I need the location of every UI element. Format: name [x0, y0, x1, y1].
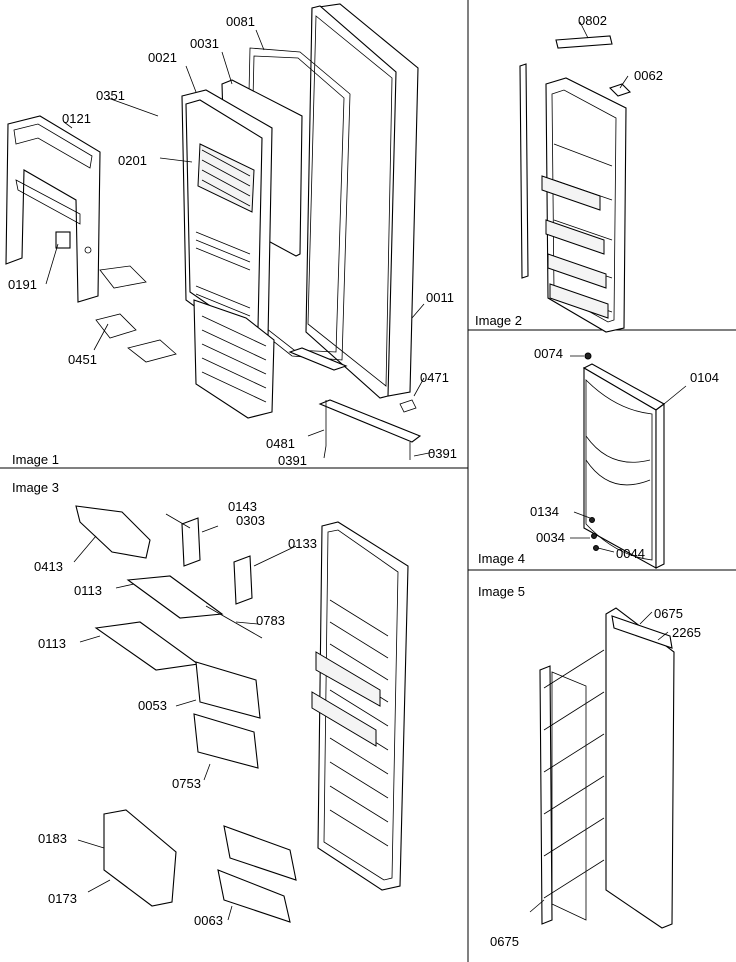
label-0044: 0044 [616, 546, 645, 561]
label-0063: 0063 [194, 913, 223, 928]
label-0134: 0134 [530, 504, 559, 519]
label-0783: 0783 [256, 613, 285, 628]
part-labels-image-3: 0143 0303 0413 0133 0113 0783 0113 0053 … [34, 499, 317, 928]
label-0391-a: 0391 [278, 453, 307, 468]
image-1-drawing [5, 3, 435, 460]
label-0471: 0471 [420, 370, 449, 385]
label-0481: 0481 [266, 436, 295, 451]
part-labels-image-4: 0074 0104 0134 0034 0044 [530, 346, 719, 561]
label-2265: 2265 [672, 625, 701, 640]
part-labels-image-5: 0675 2265 0675 [490, 606, 701, 949]
label-0675-top: 0675 [654, 606, 683, 621]
image-captions: Image 1 Image 2 Image 3 Image 4 Image 5 [12, 313, 525, 599]
label-0802: 0802 [578, 13, 607, 28]
label-0104: 0104 [690, 370, 719, 385]
label-0143: 0143 [228, 499, 257, 514]
caption-image-1: Image 1 [12, 452, 59, 467]
label-0053: 0053 [138, 698, 167, 713]
label-0121: 0121 [62, 111, 91, 126]
part-labels-image-1: 0121 0351 0021 0031 0081 0201 0191 0451 … [8, 14, 457, 468]
label-0201: 0201 [118, 153, 147, 168]
part-labels-image-2: 0802 0062 [578, 13, 663, 83]
label-0031: 0031 [190, 36, 219, 51]
label-0113-a: 0113 [74, 583, 102, 598]
label-0191: 0191 [8, 277, 37, 292]
caption-image-5: Image 5 [478, 584, 525, 599]
image-2-drawing [519, 21, 632, 333]
caption-image-2: Image 2 [475, 313, 522, 328]
label-0081: 0081 [226, 14, 255, 29]
label-0011: 0011 [426, 290, 454, 305]
label-0021: 0021 [148, 50, 177, 65]
door-shelves-image1 [195, 149, 251, 317]
image-3-drawing [73, 505, 409, 923]
label-0183: 0183 [38, 831, 67, 846]
label-0351: 0351 [96, 88, 125, 103]
image-4-drawing [570, 352, 687, 569]
label-0074: 0074 [534, 346, 563, 361]
label-0113-b: 0113 [38, 636, 66, 651]
label-0173: 0173 [48, 891, 77, 906]
label-0451: 0451 [68, 352, 97, 367]
label-0034: 0034 [536, 530, 565, 545]
label-0133: 0133 [288, 536, 317, 551]
label-0391-b: 0391 [428, 446, 457, 461]
caption-image-4: Image 4 [478, 551, 525, 566]
label-0303: 0303 [236, 513, 265, 528]
label-0675-bottom: 0675 [490, 934, 519, 949]
image-5-drawing [529, 607, 675, 929]
label-0413: 0413 [34, 559, 63, 574]
label-0062: 0062 [634, 68, 663, 83]
caption-image-3: Image 3 [12, 480, 59, 495]
label-0753: 0753 [172, 776, 201, 791]
